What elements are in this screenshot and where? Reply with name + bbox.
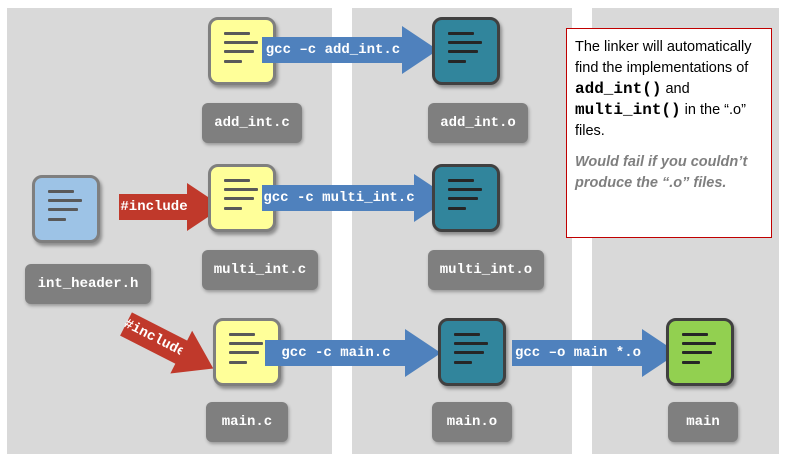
int-header-file-icon bbox=[32, 175, 100, 243]
include-label-multi: #include bbox=[119, 194, 189, 220]
multi-int-o-label: multi_int.o bbox=[428, 250, 544, 290]
note-intro: The linker will automatically find the i… bbox=[575, 39, 752, 76]
add-int-object-icon bbox=[432, 17, 500, 85]
link-arrow: gcc –o main *.o bbox=[512, 329, 678, 377]
note-and: and bbox=[665, 81, 690, 97]
note-code-add-int: add_int() bbox=[575, 80, 662, 98]
compile-arrow-add: gcc –c add_int.c bbox=[262, 26, 438, 74]
compile-arrow-multi: gcc -c multi_int.c bbox=[262, 174, 450, 222]
multi-int-object-icon bbox=[432, 164, 500, 232]
add-int-c-label: add_int.c bbox=[202, 103, 302, 143]
compile-command-main: gcc -c main.c bbox=[265, 340, 407, 366]
compile-command-add: gcc –c add_int.c bbox=[262, 37, 404, 63]
note-files: in the “.o” files. bbox=[575, 102, 746, 139]
add-int-o-label: add_int.o bbox=[428, 103, 528, 143]
compile-command-multi: gcc -c multi_int.c bbox=[262, 185, 416, 211]
multi-int-c-label: multi_int.c bbox=[202, 250, 318, 290]
main-o-label: main.o bbox=[432, 402, 512, 442]
note-code-multi-int: multi_int() bbox=[575, 101, 681, 119]
compile-arrow-main: gcc -c main.c bbox=[265, 329, 441, 377]
linker-note: The linker will automatically find the i… bbox=[566, 28, 772, 238]
note-warning: Would fail if you couldn’t produce the “… bbox=[575, 154, 748, 191]
main-executable-icon bbox=[666, 318, 734, 386]
link-command: gcc –o main *.o bbox=[512, 340, 644, 366]
main-c-label: main.c bbox=[206, 402, 288, 442]
main-executable-label: main bbox=[668, 402, 738, 442]
int-header-label: int_header.h bbox=[25, 264, 151, 304]
main-object-icon bbox=[438, 318, 506, 386]
